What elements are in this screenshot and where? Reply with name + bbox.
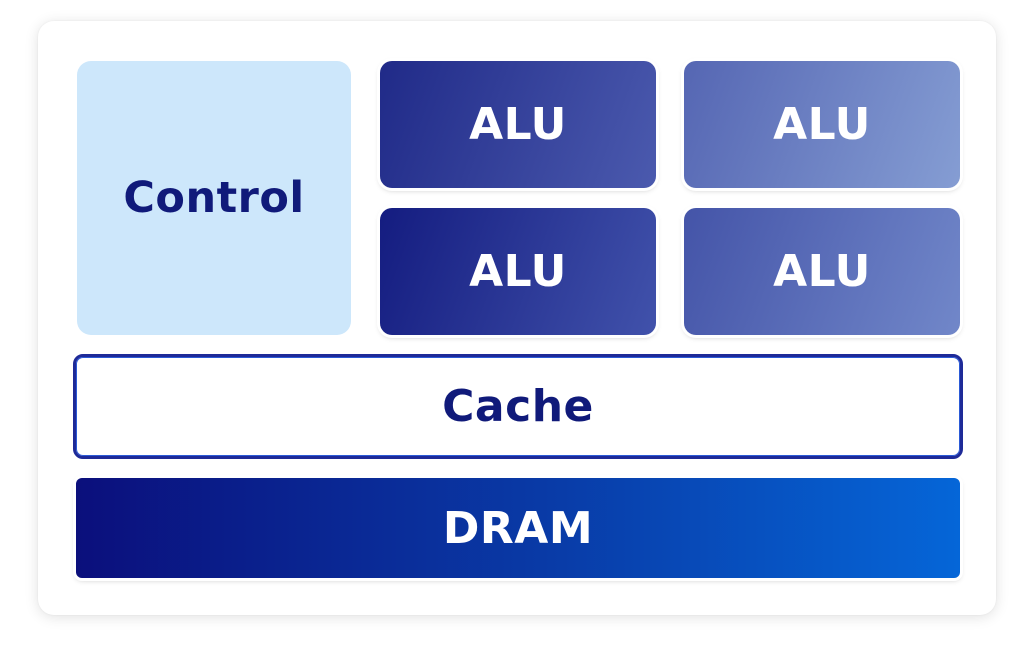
dram-label: DRAM xyxy=(442,502,594,554)
alu-label: ALU xyxy=(469,246,567,297)
alu-block-3: ALU xyxy=(380,208,656,335)
control-block: Control xyxy=(77,61,351,335)
alu-label: ALU xyxy=(773,246,871,297)
alu-label: ALU xyxy=(773,99,871,150)
cache-label: Cache xyxy=(442,381,594,432)
dram-block: DRAM xyxy=(76,478,960,578)
alu-block-1: ALU xyxy=(380,61,656,188)
alu-block-4: ALU xyxy=(684,208,960,335)
alu-label: ALU xyxy=(469,99,567,150)
cache-block: Cache xyxy=(73,354,963,459)
control-label: Control xyxy=(123,173,305,223)
alu-block-2: ALU xyxy=(684,61,960,188)
